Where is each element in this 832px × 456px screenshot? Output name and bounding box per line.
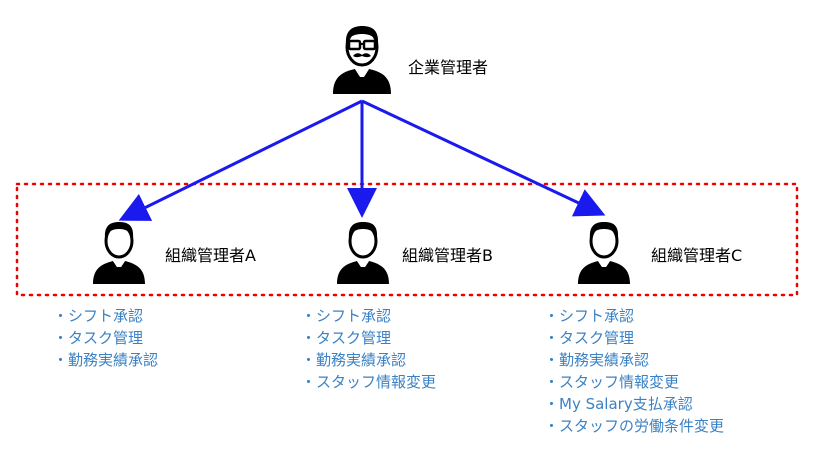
- user-with-glasses-and-mustache-icon: [333, 26, 391, 94]
- permission-item: ・タスク管理: [301, 329, 392, 347]
- org-admin-a-permissions: ・シフト承認 ・タスク管理 ・勤務実績承認: [53, 305, 158, 371]
- permission-item: ・シフト承認: [53, 307, 144, 325]
- permission-item: ・タスク管理: [544, 329, 635, 347]
- permission-item: ・タスク管理: [53, 329, 144, 347]
- org-admin-b-label: 組織管理者B: [402, 246, 493, 265]
- user-icon: [93, 222, 145, 284]
- arrow-to-org-admin-c: [361, 99, 606, 217]
- arrow-to-org-admin-a: [118, 99, 363, 221]
- top-admin-label: 企業管理者: [408, 58, 489, 77]
- permission-item: ・My Salary支払承認: [544, 395, 693, 413]
- permission-item: ・スタッフの労働条件変更: [544, 417, 725, 435]
- permission-item: ・勤務実績承認: [544, 351, 650, 369]
- user-icon: [337, 222, 389, 284]
- permission-item: ・シフト承認: [544, 307, 635, 325]
- org-admin-c-permissions: ・シフト承認 ・タスク管理 ・勤務実績承認 ・スタッフ情報変更 ・My Sala…: [544, 305, 724, 437]
- permission-item: ・勤務実績承認: [53, 351, 159, 369]
- org-admins-group-border: [15, 182, 799, 297]
- org-admin-c-label: 組織管理者C: [651, 246, 743, 265]
- user-icon: [578, 222, 630, 284]
- permission-item: ・勤務実績承認: [301, 351, 407, 369]
- permission-item: ・スタッフ情報変更: [544, 373, 680, 391]
- org-admin-b-permissions: ・シフト承認 ・タスク管理 ・勤務実績承認 ・スタッフ情報変更: [301, 305, 436, 393]
- org-admin-a-label: 組織管理者A: [165, 246, 256, 265]
- permission-item: ・スタッフ情報変更: [301, 373, 437, 391]
- permission-item: ・シフト承認: [301, 307, 392, 325]
